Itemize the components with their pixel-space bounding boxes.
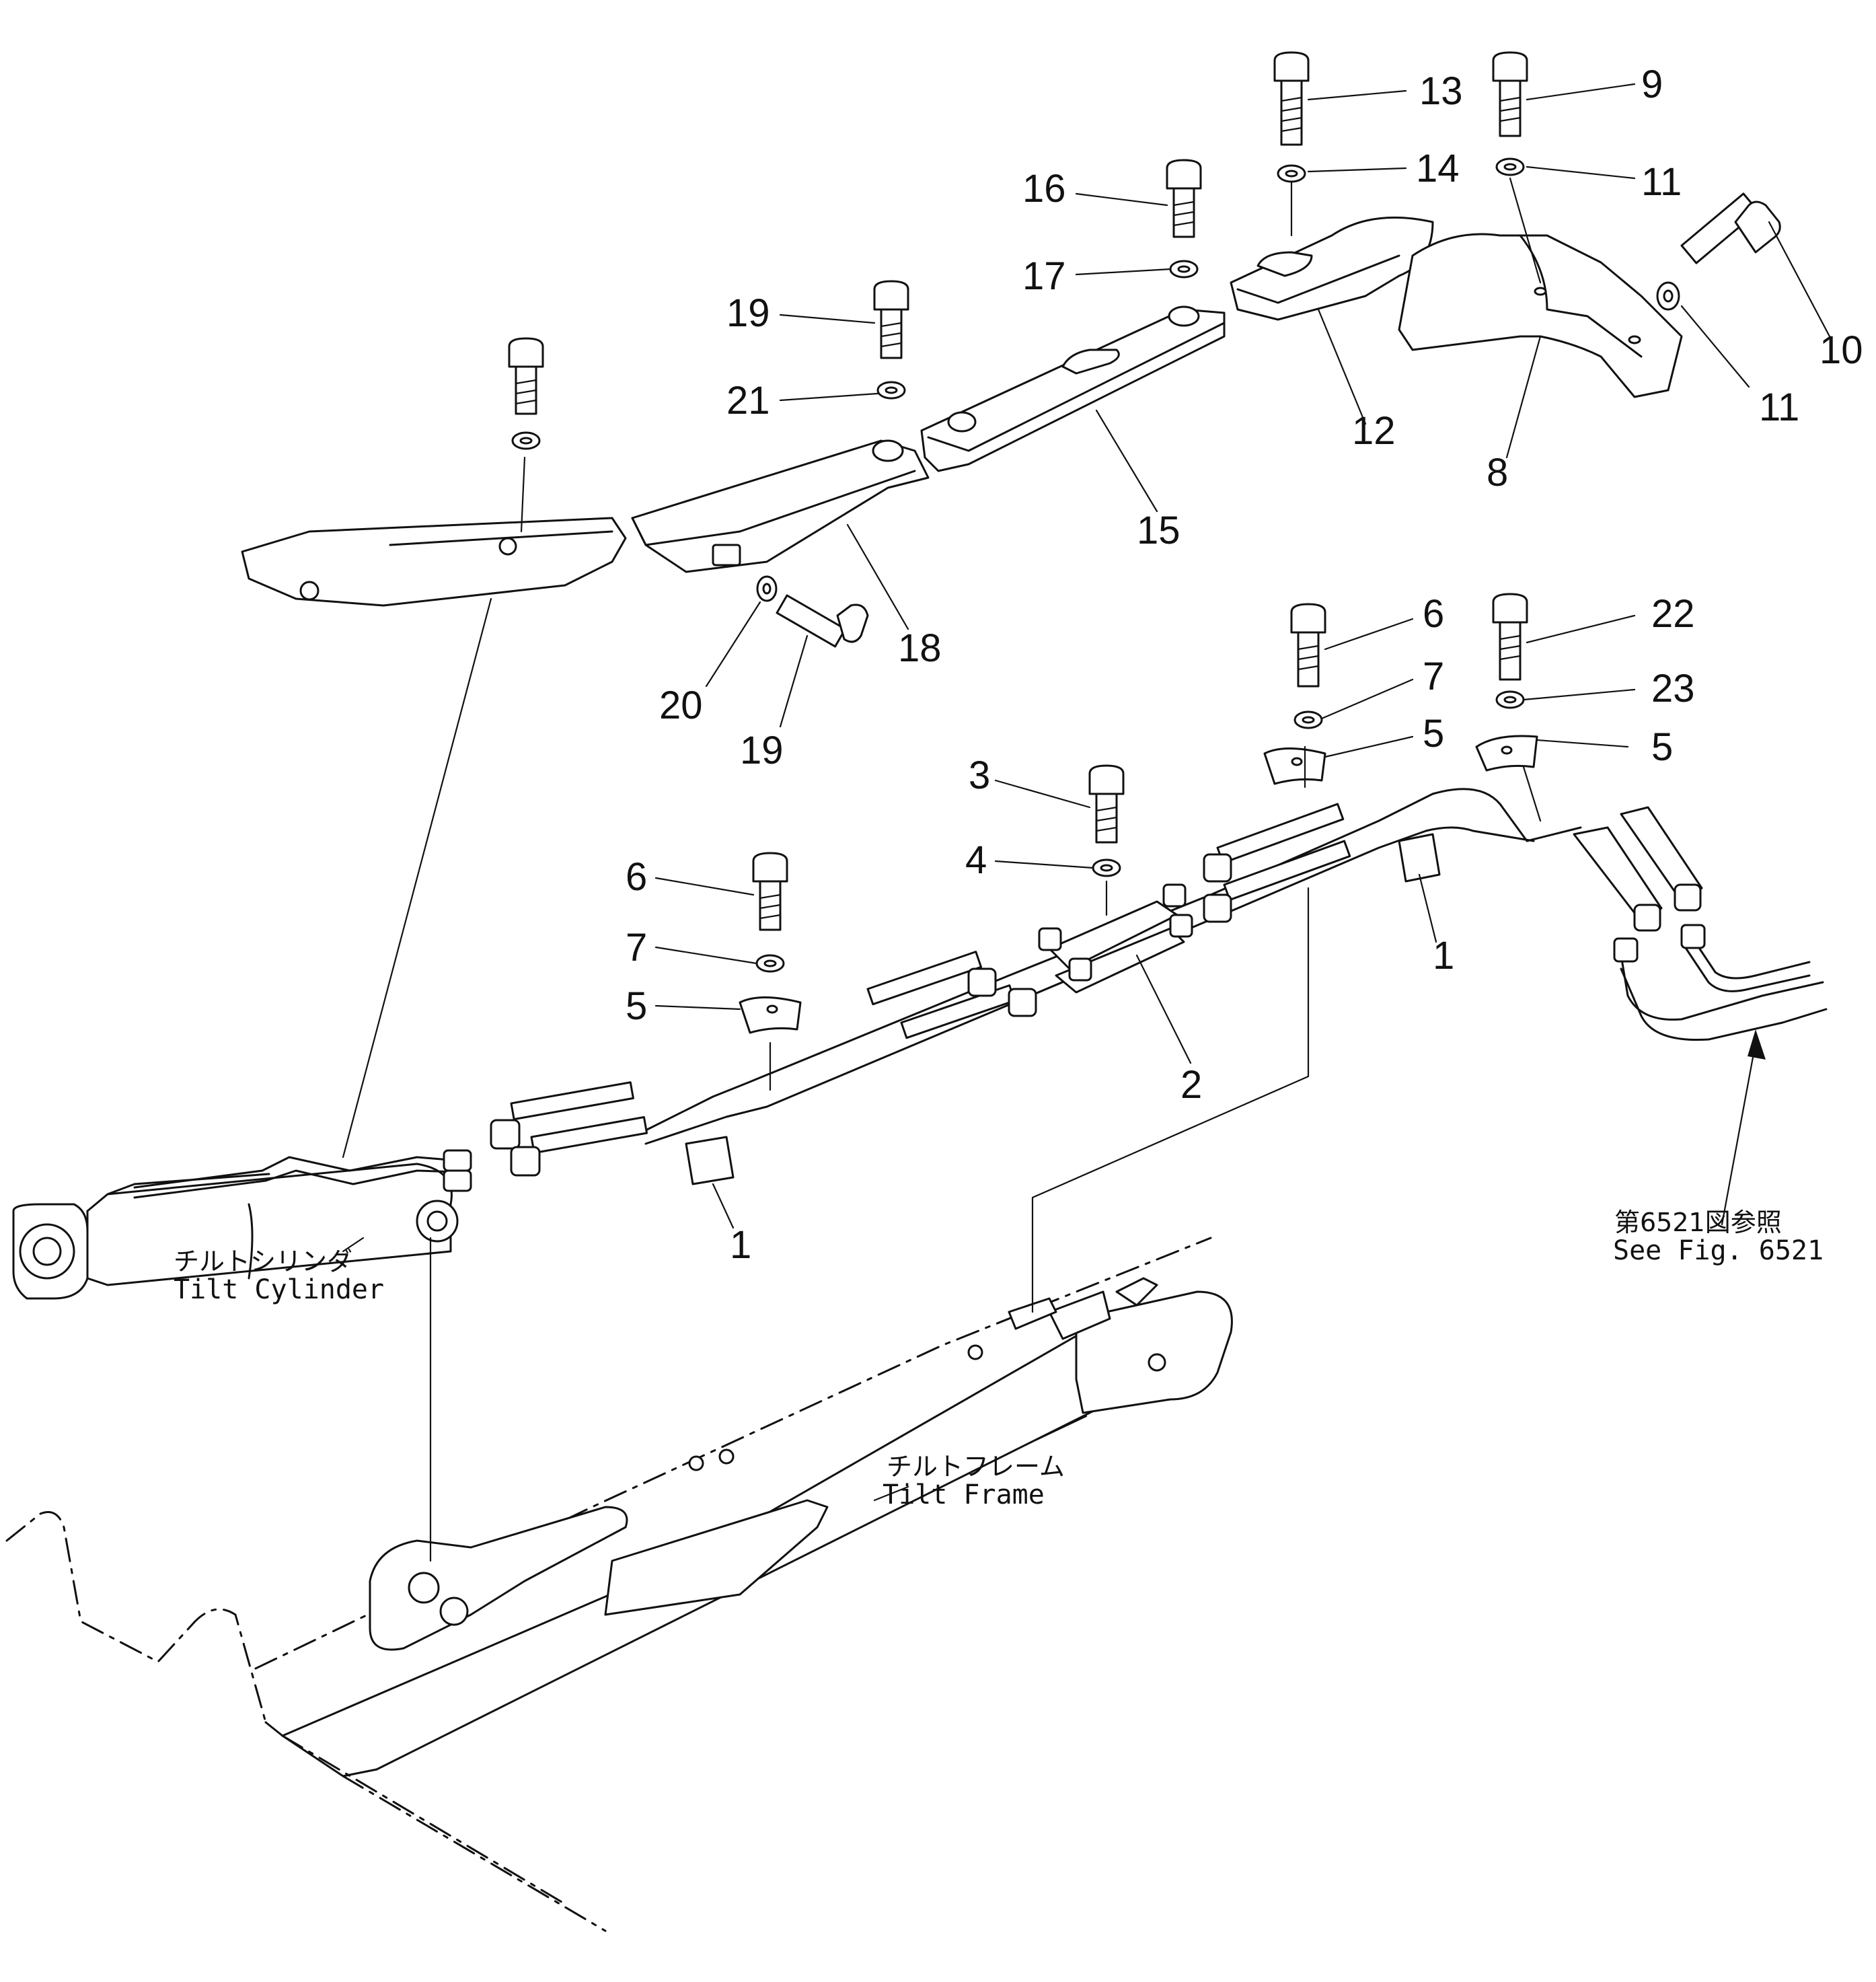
bolt-6-right [1290, 603, 1326, 688]
callout-7-right: 7 [1423, 655, 1444, 698]
tilt-frame-label-en: Tilt Frame [883, 1479, 1045, 1510]
callout-numbers: 13 9 14 11 16 17 10 11 19 21 12 8 15 18 … [626, 63, 1863, 1267]
clamp-5-mid [1263, 747, 1326, 785]
cover-8 [1398, 233, 1683, 398]
callout-19-upper: 19 [726, 291, 770, 335]
callout-5-right: 5 [1651, 725, 1673, 769]
tilt-cylinder [12, 1149, 472, 1300]
tilt-cylinder-label-jp: チルトシリンダ [174, 1247, 352, 1276]
callout-11-lower: 11 [1759, 386, 1799, 429]
bolt-9 [1492, 51, 1528, 137]
callout-20: 20 [659, 684, 703, 727]
washers [511, 157, 1680, 973]
callout-17: 17 [1022, 254, 1066, 298]
callout-14: 14 [1416, 147, 1460, 190]
callout-3: 3 [969, 754, 990, 797]
callout-23: 23 [1651, 667, 1695, 710]
see-fig-label-en: See Fig. 6521 [1613, 1235, 1824, 1266]
tilt-frame [5, 1237, 1233, 1932]
leader-lines [342, 83, 1831, 1502]
callout-22: 22 [1651, 592, 1695, 636]
cover-15 [920, 305, 1226, 472]
tilt-cylinder-label-en: Tilt Cylinder [174, 1274, 384, 1305]
tilt-frame-label-jp: チルトフレーム [887, 1452, 1065, 1481]
callout-6-left: 6 [626, 855, 647, 899]
callout-21: 21 [726, 379, 770, 423]
callout-18: 18 [898, 626, 942, 670]
callout-1-lower: 1 [730, 1223, 751, 1267]
bolt-19-side [776, 594, 869, 648]
clamp-5-right [1475, 735, 1538, 772]
callout-13: 13 [1419, 69, 1463, 113]
bolt-16 [1166, 159, 1202, 238]
bolt-13 [1273, 51, 1310, 146]
see-fig-label-jp: 第6521図参照 [1614, 1208, 1782, 1237]
callout-16: 16 [1022, 167, 1066, 211]
callout-5-mid: 5 [1423, 712, 1444, 756]
bolt-6-left [752, 852, 788, 931]
captions: チルトシリンダ Tilt Cylinder チルトフレーム Tilt Frame… [174, 1208, 1824, 1510]
callout-4: 4 [965, 838, 987, 882]
callout-9: 9 [1641, 63, 1663, 106]
bolt-22 [1492, 593, 1528, 681]
bolt-19-top [873, 280, 909, 359]
cover-18 [631, 439, 930, 573]
callout-1-upper: 1 [1433, 934, 1454, 978]
callout-5-left: 5 [626, 984, 647, 1028]
guide-lines [342, 177, 1542, 1562]
callout-15: 15 [1137, 509, 1180, 552]
callout-8: 8 [1487, 451, 1508, 494]
callout-10: 10 [1819, 328, 1863, 372]
clamp-5-left [739, 996, 802, 1034]
bolt-left-guard [508, 337, 544, 415]
callout-2: 2 [1180, 1063, 1202, 1107]
callout-19-lower: 19 [740, 729, 784, 772]
callout-12: 12 [1352, 409, 1396, 453]
bolt-3 [1088, 764, 1125, 844]
callout-6-right: 6 [1423, 592, 1444, 636]
cover-12 [1230, 216, 1434, 321]
lower-guard [241, 517, 627, 607]
hose-assembly [490, 788, 1828, 1185]
callout-11-upper: 11 [1641, 160, 1682, 204]
callout-7-left: 7 [626, 926, 647, 969]
bolt-10 [1680, 192, 1781, 264]
